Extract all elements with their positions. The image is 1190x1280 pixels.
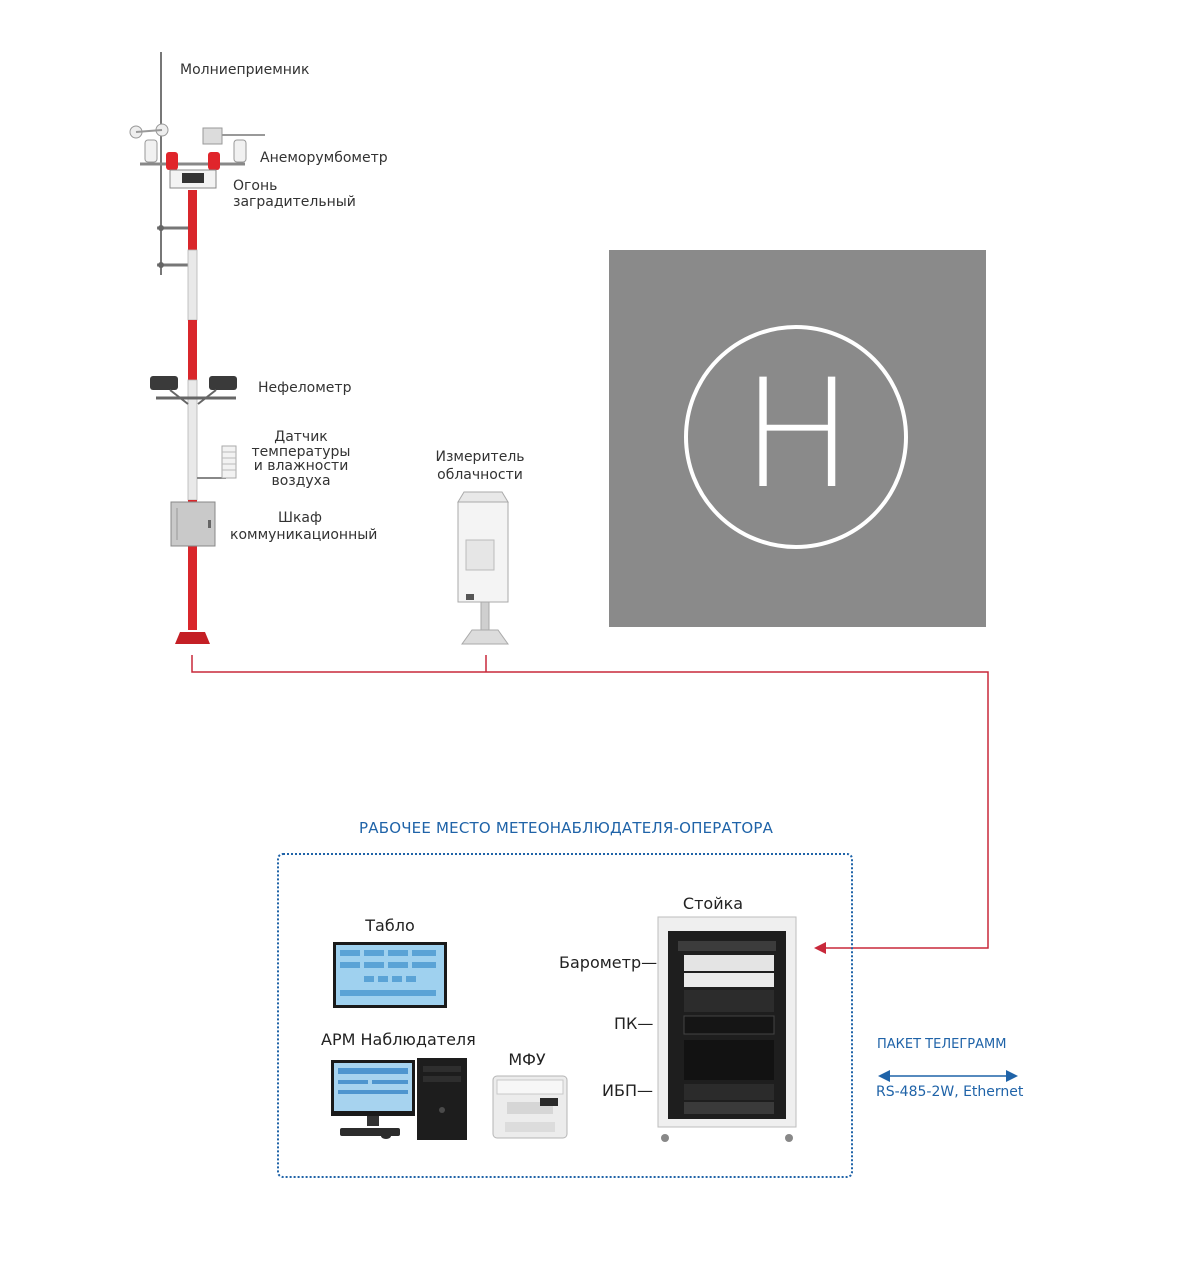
display-board-icon [333, 942, 447, 1008]
label-barometer: Барометр— [559, 953, 658, 972]
weather-mast [175, 190, 210, 644]
observer-workstation-icon [331, 1058, 467, 1140]
label-temp-sensor-line2: температуры [251, 444, 351, 460]
helipad-letter: H [741, 348, 854, 522]
mfu-printer-icon [492, 1075, 568, 1139]
label-interfaces: RS-485-2W, Ethernet [876, 1084, 1024, 1100]
label-temp-sensor-line1: Датчик [274, 429, 328, 445]
temperature-humidity-sensor-icon [197, 445, 237, 479]
label-barrier-light-line1: Огонь [233, 178, 278, 194]
workstation-title: РАБОЧЕЕ МЕСТО МЕТЕОНАБЛЮДАТЕЛЯ-ОПЕРАТОРА [359, 819, 774, 837]
label-nephelometer: Нефелометр [258, 380, 352, 396]
cloud-meter-icon [457, 491, 509, 645]
workstation-frame [277, 853, 853, 1178]
label-cabinet-line2: коммуникационный [230, 527, 378, 543]
label-cloud-meter-line2: облачности [437, 467, 523, 483]
label-rack: Стойка [682, 894, 744, 913]
barrier-light-icon [166, 152, 220, 189]
nephelometer-icon [150, 376, 237, 405]
helipad-circle [684, 325, 908, 549]
label-cabinet-line1: Шкаф [278, 510, 322, 526]
label-lightning-rod: Молниеприемник [180, 62, 310, 78]
connection-lines [191, 655, 989, 949]
anemorumbometer-icon [129, 123, 265, 166]
telegram-link-arrow-icon [878, 1070, 1018, 1082]
helipad-icon: H [609, 250, 986, 627]
label-cloud-meter-line1: Измеритель [435, 449, 525, 465]
rack-arrow-icon [814, 942, 826, 954]
label-barrier-light-line2: заградительный [233, 194, 356, 210]
label-temp-sensor-line4: воздуха [271, 473, 331, 489]
label-anemorumbometer: Анеморумбометр [260, 150, 388, 166]
server-rack-icon [657, 916, 797, 1142]
label-observer-workstation: АРМ Наблюдателя [321, 1030, 476, 1049]
label-telegram-packet: ПАКЕТ ТЕЛЕГРАММ [877, 1037, 1007, 1052]
label-mfu: МФУ [508, 1050, 546, 1069]
label-display-board: Табло [365, 916, 415, 935]
label-temp-sensor-line3: и влажности [253, 458, 349, 474]
communication-cabinet-icon [170, 501, 216, 547]
label-ups: ИБП— [602, 1081, 653, 1100]
label-pc: ПК— [614, 1014, 654, 1033]
